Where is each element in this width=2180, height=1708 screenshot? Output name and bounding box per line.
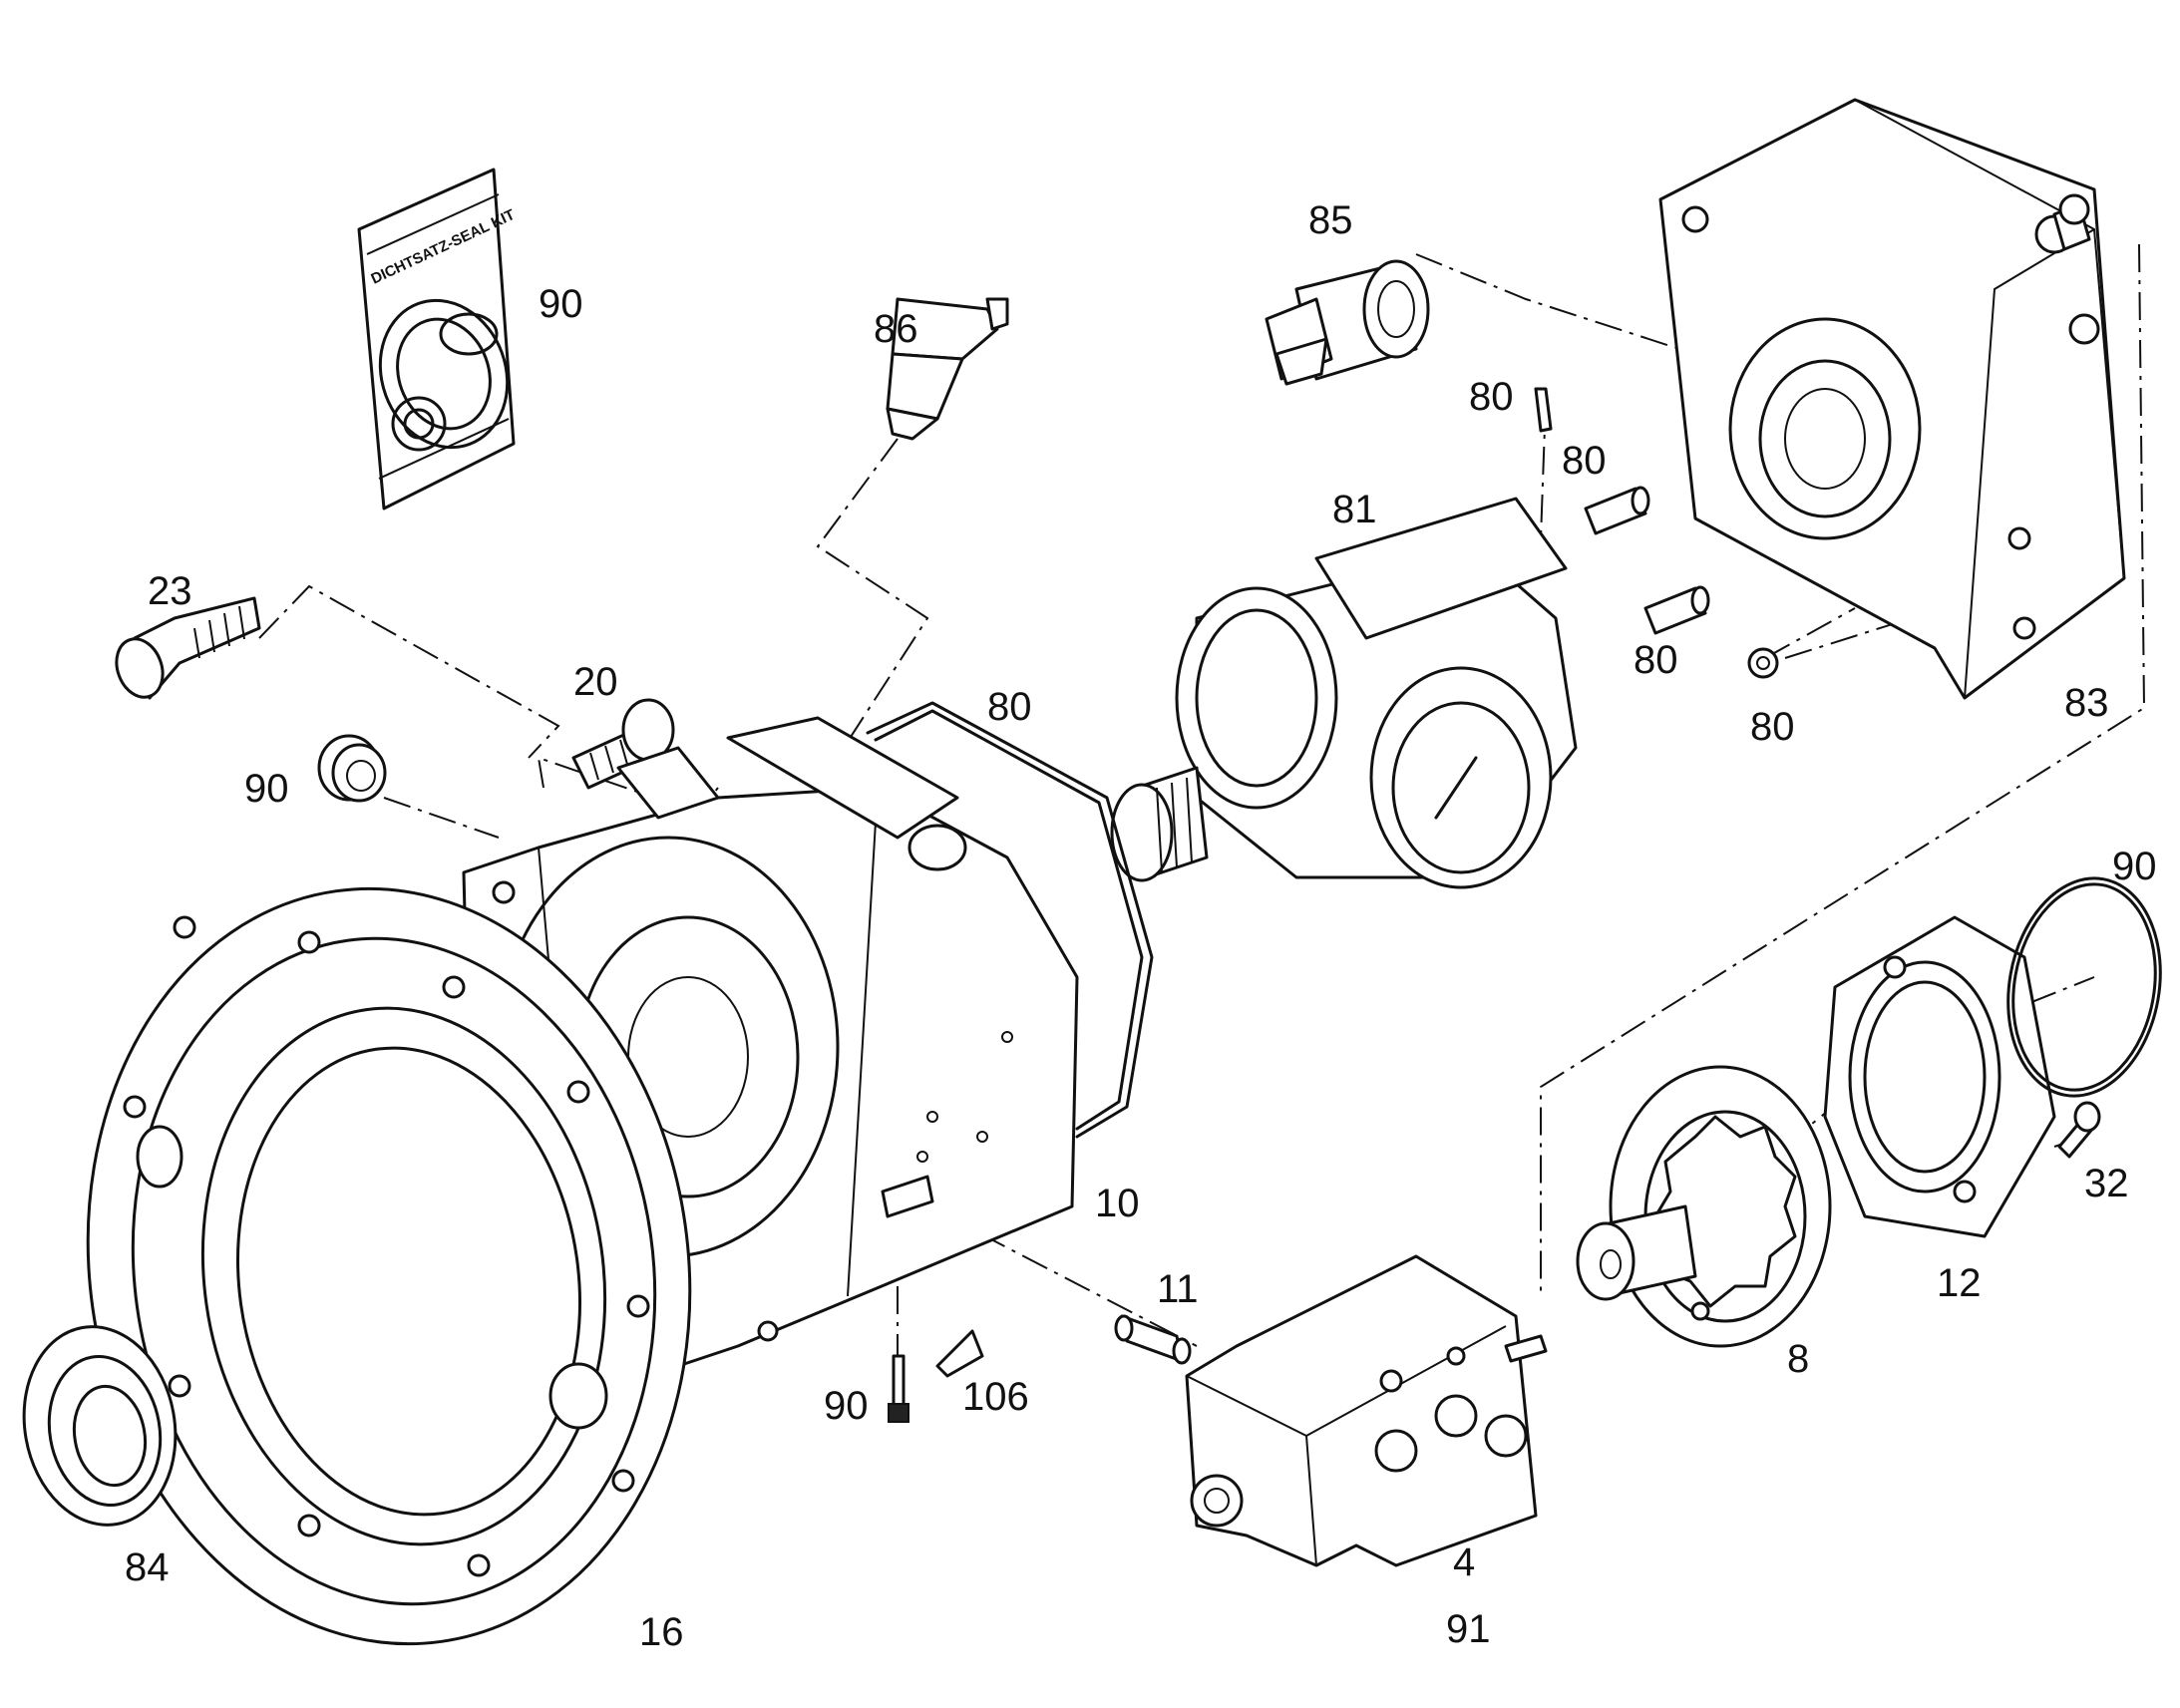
o-ring-right <box>2006 876 2162 1098</box>
callout-81: 81 <box>1332 488 1377 531</box>
plug-left <box>317 734 387 803</box>
key-part <box>935 1329 984 1378</box>
callout-11: 11 <box>1157 1267 1199 1311</box>
pressure-switch <box>1265 259 1430 386</box>
shaft-seal <box>22 1325 178 1527</box>
callout-91: 91 <box>1446 1607 1491 1651</box>
callout-80-pin-top: 80 <box>1469 375 1514 419</box>
callout-85: 85 <box>1308 198 1353 242</box>
cap-screw <box>115 596 261 700</box>
adapter-flange <box>1823 915 2056 1238</box>
callout-106: 106 <box>962 1375 1029 1419</box>
callout-labels: 90 86 85 80 80 81 23 20 80 80 80 83 90 9… <box>125 198 2157 1654</box>
mounting-flange <box>86 886 692 1646</box>
o-ring-large <box>866 701 1154 1139</box>
callout-4: 4 <box>1453 1540 1475 1584</box>
valve-insert <box>1114 1314 1192 1365</box>
callout-16: 16 <box>639 1610 684 1654</box>
speed-sensor <box>886 297 1009 441</box>
dowel-pins <box>1534 387 1779 679</box>
callout-90-plug: 90 <box>244 767 289 811</box>
callout-80-pin: 80 <box>1562 439 1607 483</box>
gear-pump <box>1576 1065 1832 1348</box>
callout-20: 20 <box>573 660 618 704</box>
callout-84: 84 <box>125 1545 170 1589</box>
callout-32: 32 <box>2084 1162 2129 1205</box>
callout-10: 10 <box>1095 1182 1140 1225</box>
callout-90-screw: 90 <box>824 1384 869 1428</box>
callout-80-o-ring: 80 <box>987 685 1032 729</box>
callout-80-washer: 80 <box>1750 705 1795 749</box>
motor-assembly <box>1110 497 1578 889</box>
small-screw <box>888 1354 909 1423</box>
callout-12: 12 <box>1937 1261 1982 1305</box>
control-valve-block <box>1185 1254 1548 1567</box>
callout-23: 23 <box>148 569 192 613</box>
end-cover <box>1658 98 2126 700</box>
callout-90-o-ring: 90 <box>2112 845 2157 888</box>
callout-90-seal-kit: 90 <box>539 282 583 326</box>
callout-86: 86 <box>874 307 918 351</box>
callout-8: 8 <box>1787 1337 1809 1381</box>
callout-80-pin-lower: 80 <box>1634 638 1678 682</box>
callout-83: 83 <box>2064 681 2109 725</box>
screw-32 <box>2057 1101 2101 1159</box>
seal-kit-bag: DICHTSATZ-SEAL KIT <box>357 168 518 511</box>
